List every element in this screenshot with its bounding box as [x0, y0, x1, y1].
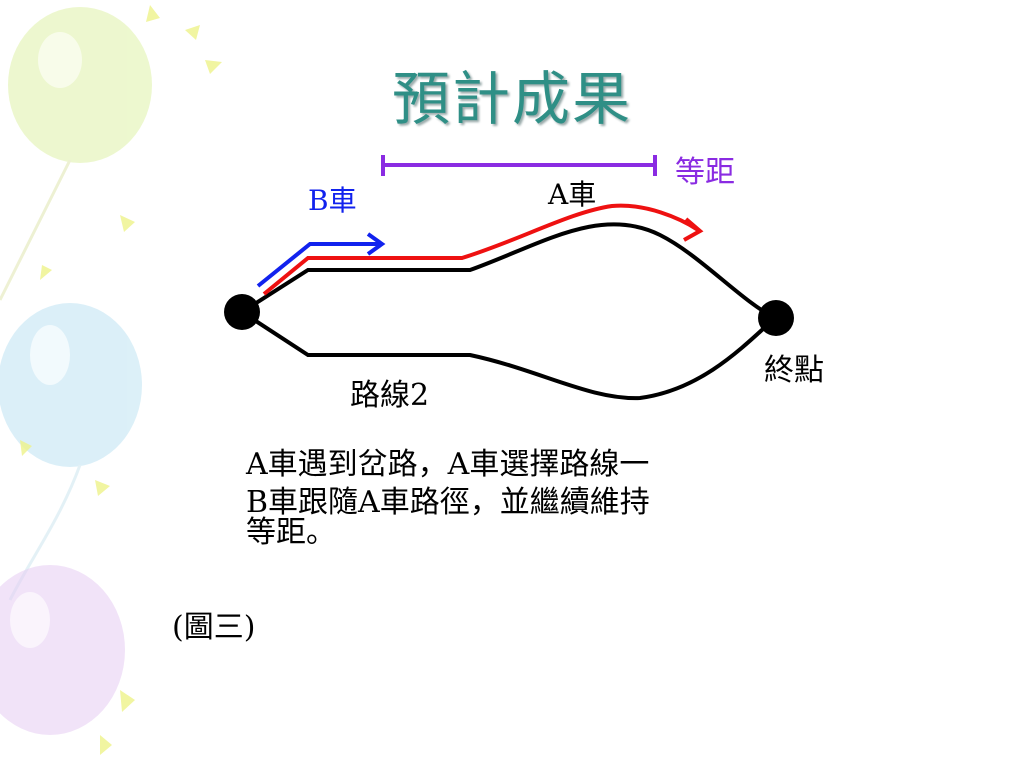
- description-line-2: B車跟隨A車路徑，並繼續維持: [246, 485, 650, 520]
- purple-balloon-icon: [0, 565, 125, 735]
- route2-road: [240, 310, 777, 401]
- a-car-label: A車: [547, 178, 596, 211]
- a-car-path: [262, 203, 700, 296]
- green-balloon-icon: [0, 7, 152, 301]
- description-line-1: A車遇到岔路，A車選擇路線一: [246, 447, 650, 482]
- slide-title: 預計成果: [391, 65, 632, 133]
- equal-distance-marker: [381, 155, 657, 176]
- equal-distance-label: 等距: [675, 155, 735, 190]
- sparkle-rays-icon: [20, 5, 222, 755]
- b-car-path: [256, 242, 380, 288]
- destination-node: [758, 300, 794, 336]
- route2-label: 路線2: [350, 378, 429, 413]
- destination-label: 終點: [764, 353, 824, 388]
- figure-caption: (圖三): [172, 610, 256, 645]
- route1-road: [240, 222, 776, 320]
- b-car-label: B車: [308, 184, 357, 217]
- description-line-3: 等距。: [246, 515, 336, 550]
- b-car-arrowhead-icon: [366, 232, 386, 256]
- start-node: [224, 294, 260, 330]
- a-car-arrowhead-icon: [683, 217, 704, 242]
